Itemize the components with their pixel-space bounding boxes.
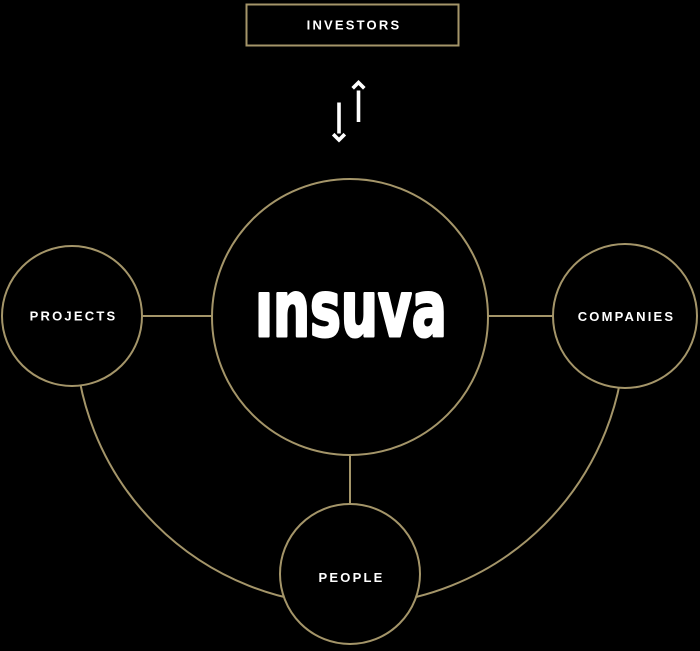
arrow-down-icon bbox=[331, 102, 347, 143]
node-circle-projects bbox=[1, 245, 143, 387]
center-circle bbox=[211, 178, 489, 456]
brand-logo-group: ınsuva bbox=[254, 262, 448, 356]
node-label-projects: PROJECTS bbox=[30, 309, 118, 324]
arrow-up-icon bbox=[351, 79, 366, 122]
node-label-people: PEOPLE bbox=[319, 570, 385, 585]
investors-box bbox=[245, 3, 460, 47]
investors-label: INVESTORS bbox=[307, 18, 402, 33]
node-circle-companies bbox=[552, 243, 698, 389]
node-label-companies: COMPANIES bbox=[578, 309, 676, 324]
brand-logo: ınsuva bbox=[255, 263, 447, 355]
node-circle-people bbox=[279, 503, 421, 645]
